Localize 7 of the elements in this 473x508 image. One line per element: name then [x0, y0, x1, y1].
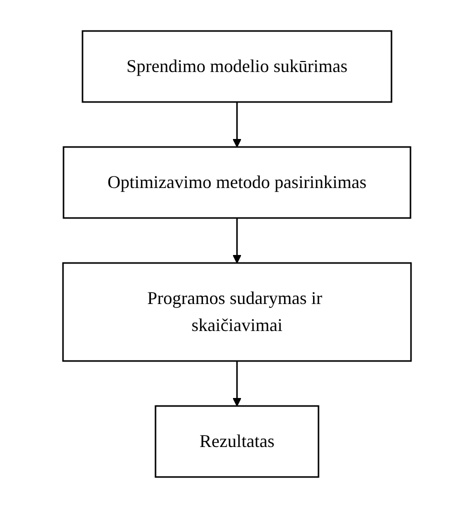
node-box: Optimizavimo metodo pasirinkimas	[62, 146, 411, 219]
arrow	[232, 102, 241, 148]
node-box: Programos sudarymas ir skaičiavimai	[62, 262, 412, 362]
arrow	[232, 361, 241, 406]
node-box: Sprendimo modelio sukūrimas	[81, 30, 392, 103]
node-box: Rezultatas	[154, 405, 319, 478]
arrow	[232, 218, 241, 264]
